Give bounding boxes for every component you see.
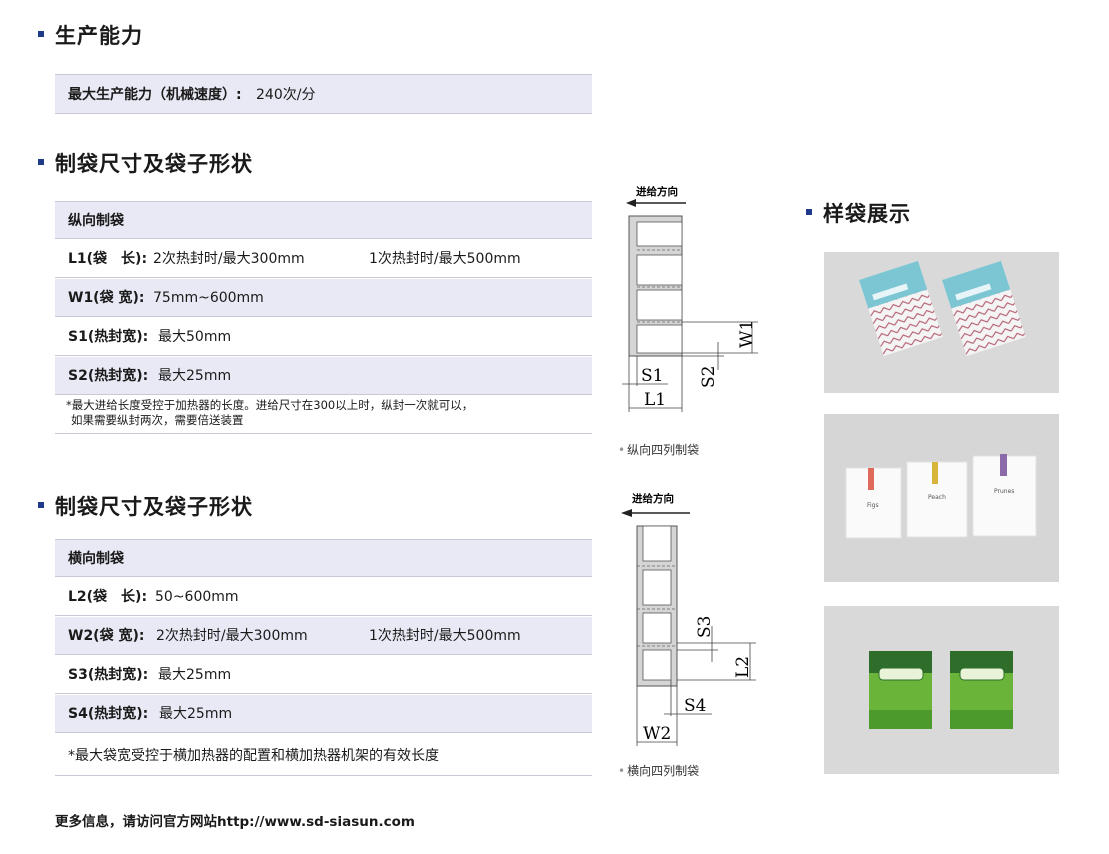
dim-s1-label: S1 — [641, 366, 663, 386]
bullet-icon — [806, 209, 812, 215]
dim-l1-label: L1 — [644, 390, 666, 410]
diagram-caption-transverse: •横向四列制袋 — [618, 762, 699, 779]
note-longitudinal: *最大进给长度受控于加热器的长度。进给尺寸在300以上时，纵封一次就可以， 如果… — [55, 398, 592, 434]
sachet — [859, 260, 943, 357]
pouch-label: Prunes — [994, 488, 1014, 495]
note-transverse: *最大袋宽受控于横加热器的配置和横加热器机架的有效长度 — [55, 736, 592, 776]
row-key: L2(袋 长): — [68, 589, 148, 605]
sample-photo-white-pouches: Figs Peach Prunes — [824, 414, 1059, 582]
bullet-dot-icon: • — [618, 443, 626, 457]
pouch — [906, 461, 968, 538]
table-header-label: 横向制袋 — [68, 551, 124, 567]
bullet-icon — [38, 502, 44, 508]
section-title-text: 生产能力 — [55, 24, 143, 48]
section-title-text: 制袋尺寸及袋子形状 — [55, 495, 253, 519]
bag-cell — [636, 324, 683, 354]
section-title-samples: 样袋展示 — [806, 198, 911, 228]
dim-w1-label: W1 — [737, 320, 757, 348]
row-key: S3(热封宽): — [68, 667, 149, 683]
pouch-label: Peach — [928, 494, 946, 501]
transverse-bag-diagram: 进给方向 S3 L2 S4 W2 — [621, 492, 756, 746]
sachet — [869, 651, 932, 729]
caption-text: 纵向四列制袋 — [627, 443, 700, 457]
table-row: S1(热封宽): 最大50mm — [55, 318, 592, 356]
row-value-secondary: 1次热封时/最大500mm — [369, 251, 521, 267]
capacity-label: 最大生产能力（机械速度）: — [68, 87, 242, 103]
note-line: *最大袋宽受控于横加热器的配置和横加热器机架的有效长度 — [68, 748, 439, 764]
row-key: W2(袋 宽): — [68, 628, 145, 644]
table-header-longitudinal: 纵向制袋 — [55, 201, 592, 239]
bag-cell — [642, 525, 672, 562]
bag-cell — [642, 569, 672, 606]
table-header-label: 纵向制袋 — [68, 213, 124, 229]
row-value-secondary: 1次热封时/最大500mm — [369, 628, 521, 644]
dim-w2-label: W2 — [643, 724, 671, 744]
bag-cell — [642, 612, 672, 644]
table-row: S2(热封宽): 最大25mm — [55, 357, 592, 395]
section-title-capacity: 生产能力 — [38, 20, 143, 50]
table-row: L1(袋 长): 2次热封时/最大300mm 1次热封时/最大500mm — [55, 240, 592, 278]
pouch — [845, 467, 902, 539]
footer-website: 更多信息，请访问官方网站http://www.sd-siasun.com — [55, 814, 415, 830]
row-key: W1(袋 宽): — [68, 290, 145, 306]
capacity-row: 最大生产能力（机械速度）: 240次/分 — [55, 74, 592, 114]
dim-s3-label: S3 — [695, 616, 715, 638]
row-key: L1(袋 长): — [68, 251, 148, 267]
capacity-value: 240次/分 — [256, 87, 316, 103]
bag-cell — [636, 289, 683, 321]
row-value: 50~600mm — [155, 589, 239, 605]
row-value: 2次热封时/最大300mm — [156, 628, 308, 644]
sachet — [942, 260, 1026, 357]
row-value: 最大25mm — [158, 368, 232, 384]
arrow-head-icon — [626, 199, 636, 207]
section-title-text: 样袋展示 — [823, 202, 911, 226]
feed-direction-label: 进给方向 — [636, 185, 678, 198]
row-key: S2(热封宽): — [68, 368, 149, 384]
dim-s2-label: S2 — [699, 366, 719, 388]
row-value: 75mm~600mm — [153, 290, 264, 306]
row-value: 最大25mm — [159, 706, 233, 722]
arrow-head-icon — [621, 509, 632, 517]
table-row: S4(热封宽): 最大25mm — [55, 695, 592, 733]
sachet — [950, 651, 1013, 729]
sample-photo-teal-sachets — [824, 252, 1059, 393]
sample-photo-green-sachets — [824, 606, 1059, 774]
row-value: 2次热封时/最大300mm — [153, 251, 305, 267]
row-key: S1(热封宽): — [68, 329, 149, 345]
table-row: S3(热封宽): 最大25mm — [55, 656, 592, 694]
row-key: S4(热封宽): — [68, 706, 149, 722]
diagram-caption-longitudinal: •纵向四列制袋 — [618, 441, 699, 458]
table-row: L2(袋 长): 50~600mm — [55, 578, 592, 616]
bag-cell — [642, 649, 672, 681]
section-title-text: 制袋尺寸及袋子形状 — [55, 152, 253, 176]
note-line: 如果需要纵封两次，需要倍送装置 — [71, 413, 244, 427]
bag-cell — [636, 254, 683, 286]
caption-text: 横向四列制袋 — [627, 764, 700, 778]
dim-l2-label: L2 — [733, 656, 753, 678]
table-row: W1(袋 宽): 75mm~600mm — [55, 279, 592, 317]
feed-direction-label: 进给方向 — [632, 492, 674, 505]
dim-s4-label: S4 — [684, 696, 706, 716]
bullet-dot-icon: • — [618, 764, 626, 778]
section-title-longitudinal: 制袋尺寸及袋子形状 — [38, 148, 253, 178]
row-value: 最大25mm — [158, 667, 232, 683]
pouch — [972, 454, 1037, 537]
longitudinal-bag-diagram: 进给方向 W1 S2 S1 L1 — [622, 185, 758, 412]
note-line: *最大进给长度受控于加热器的长度。进给尺寸在300以上时，纵封一次就可以， — [66, 398, 474, 412]
table-header-transverse: 横向制袋 — [55, 539, 592, 577]
pouch-label: Figs — [867, 502, 879, 509]
section-title-transverse: 制袋尺寸及袋子形状 — [38, 491, 253, 521]
bag-cell — [636, 221, 683, 247]
bullet-icon — [38, 31, 44, 37]
row-value: 最大50mm — [158, 329, 232, 345]
bullet-icon — [38, 159, 44, 165]
table-row: W2(袋 宽): 2次热封时/最大300mm 1次热封时/最大500mm — [55, 617, 592, 655]
